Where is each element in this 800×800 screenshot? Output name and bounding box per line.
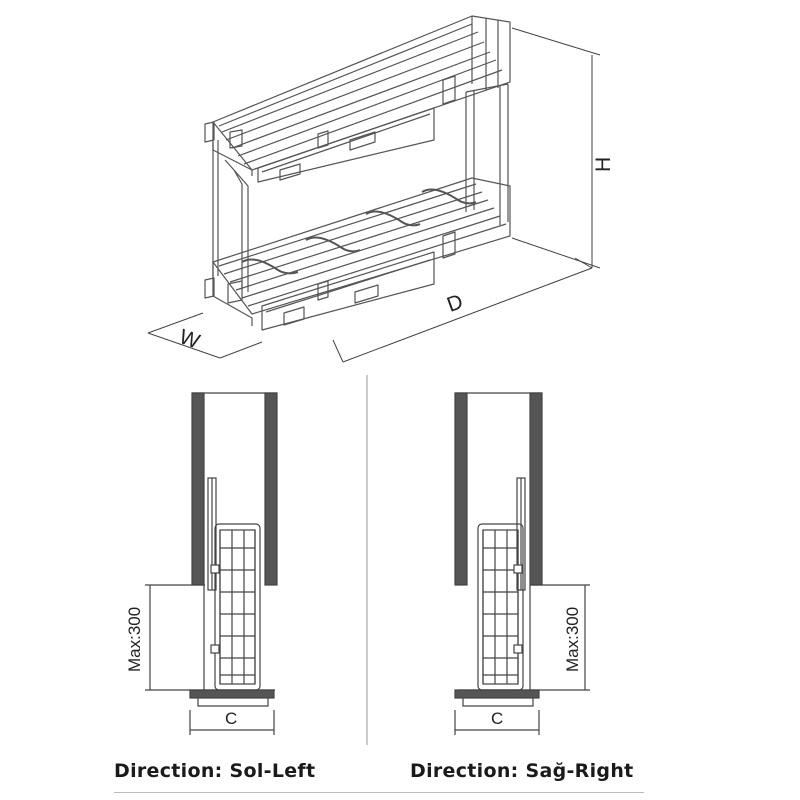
dimension-w-label: W	[176, 325, 203, 353]
dimension-h-label: H	[592, 157, 615, 172]
right-base-plate	[454, 689, 540, 699]
isometric-basket-view	[147, 15, 601, 363]
right-cabinet-panel-r	[529, 392, 543, 586]
right-cabinet-panel-l	[454, 392, 468, 586]
dimension-d-label: D	[444, 290, 466, 317]
bottom-basket-tier	[204, 177, 511, 331]
left-base-plate	[189, 689, 275, 699]
dimension-d	[332, 257, 593, 363]
bottom-rule	[114, 792, 644, 793]
left-cabinet-panel-l	[191, 392, 205, 586]
bottom-tier-dividers	[241, 188, 477, 275]
right-max-label: Max:300	[563, 607, 582, 672]
left-basket-side	[214, 523, 261, 691]
left-max-label: Max:300	[125, 607, 144, 672]
right-clearance-label: C	[491, 709, 503, 728]
right-basket-side	[477, 523, 524, 691]
left-clearance-label: C	[225, 709, 237, 728]
top-basket-tier	[204, 15, 511, 183]
caption-right-direction: Direction: Sağ-Right	[410, 760, 634, 782]
left-cabinet-panel-r	[264, 392, 278, 586]
left-direction-view	[145, 392, 278, 735]
caption-left-direction: Direction: Sol-Left	[114, 760, 316, 782]
dimension-h	[511, 27, 601, 269]
right-direction-view	[454, 392, 590, 735]
dimension-w	[147, 312, 263, 359]
